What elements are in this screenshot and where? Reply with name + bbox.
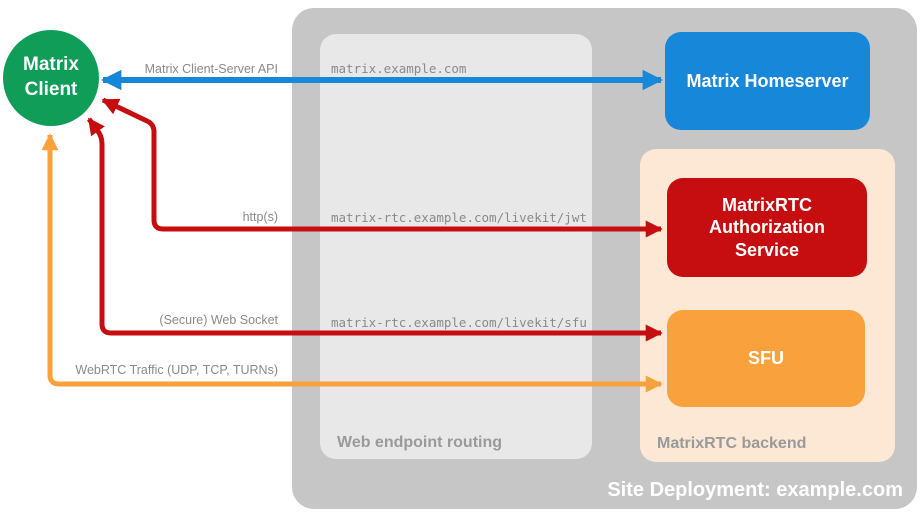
matrixrtc-authorization-service-node: MatrixRTC Authorization Service	[667, 178, 867, 277]
endpoint-url-matrix: matrix.example.com	[331, 61, 467, 76]
web-endpoint-routing-container: Web endpoint routing	[320, 34, 592, 459]
matrixrtc-backend-label: MatrixRTC backend	[657, 435, 807, 452]
matrix-client-node: Matrix Client	[3, 30, 99, 126]
sfu-node: SFU	[667, 310, 865, 407]
matrix-homeserver-node: Matrix Homeserver	[665, 32, 870, 130]
web-socket-label: (Secure) Web Socket	[159, 313, 278, 327]
endpoint-url-livekit-jwt: matrix-rtc.example.com/livekit/jwt	[331, 210, 587, 225]
webrtc-traffic-label: WebRTC Traffic (UDP, TCP, TURNs)	[75, 363, 278, 377]
https-label: http(s)	[242, 210, 278, 224]
endpoint-url-livekit-sfu: matrix-rtc.example.com/livekit/sfu	[331, 315, 587, 330]
web-endpoint-routing-label: Web endpoint routing	[337, 434, 503, 451]
site-deployment-label: Site Deployment: example.com	[607, 479, 903, 501]
